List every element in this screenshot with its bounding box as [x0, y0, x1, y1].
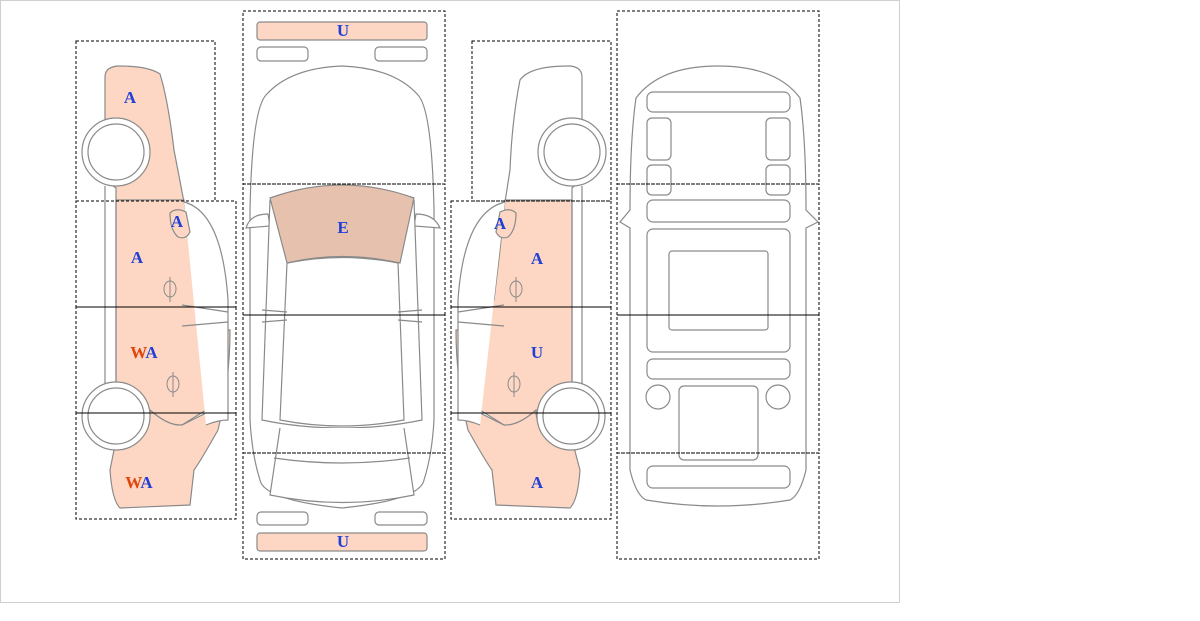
front-light-right: [374, 46, 428, 62]
right-front-wheel-rim: [543, 123, 601, 181]
windshield-panel[interactable]: [269, 184, 415, 264]
interior-dash: [646, 91, 791, 113]
left-side-view: A A A WA WA: [75, 40, 237, 520]
zone-right-rear[interactable]: [450, 412, 612, 520]
rear-light-left: [256, 511, 309, 526]
zone-left-front[interactable]: [75, 40, 216, 202]
top-rear-window: [269, 427, 415, 504]
zone-right-front[interactable]: [471, 40, 612, 202]
right-side-window-frame: [457, 201, 506, 426]
interior-rear-bar: [646, 358, 791, 380]
left-front-fender-code: A: [124, 88, 137, 107]
interior-rear-panel: [646, 465, 791, 489]
right-rear-wheel-rim: [542, 387, 600, 445]
top-view: U E U: [242, 10, 446, 560]
rear-bumper-panel[interactable]: [256, 532, 428, 552]
zone-top-rear[interactable]: [242, 452, 446, 560]
interior-view: [616, 10, 820, 560]
left-rear-quarter-code: WA: [125, 473, 153, 492]
right-front-door-code: A: [531, 249, 544, 268]
interior-right-wheel-well: [765, 384, 791, 410]
left-mirror-panel[interactable]: [169, 209, 191, 239]
right-mirror-code: A: [494, 214, 507, 233]
interior-front-right-seat: [765, 117, 791, 161]
right-rear-door-code: U: [531, 343, 543, 362]
interior-front-bar: [646, 199, 791, 223]
interior-sunroof: [668, 250, 769, 331]
interior-left-wheel-well: [645, 384, 671, 410]
interior-front-left-seat-base: [646, 164, 672, 196]
front-light-left: [256, 46, 309, 62]
front-bumper-panel[interactable]: [256, 21, 428, 41]
left-mirror-code: A: [171, 212, 184, 231]
left-front-wheel-rim: [87, 123, 145, 181]
interior-front-right-seat-base: [765, 164, 791, 196]
zone-top-front-cabin[interactable]: [242, 183, 446, 316]
top-roof-line: [279, 256, 405, 427]
right-side-view: A A U A: [450, 40, 612, 520]
right-door-handle-rear: [507, 372, 521, 397]
right-door-handle-front: [509, 277, 523, 302]
left-front-door-code: A: [131, 248, 144, 267]
right-mirror-panel[interactable]: [495, 209, 517, 239]
top-mirror-left: [245, 213, 271, 229]
top-pillar-lines: [261, 309, 423, 323]
right-rear-quarter-code: A: [531, 473, 544, 492]
right-door-line: [457, 304, 505, 327]
left-door-handle-front: [163, 277, 177, 302]
interior-trunk: [678, 385, 759, 461]
left-door-line: [181, 304, 229, 327]
left-rear-wheel-rim: [87, 387, 145, 445]
diagram-frame: [0, 0, 900, 603]
left-rear-door-code: WA: [130, 343, 158, 362]
zone-left-rear[interactable]: [75, 412, 237, 520]
rear-bumper-code: U: [337, 532, 349, 551]
windshield-code: E: [337, 218, 348, 237]
zone-interior-rear[interactable]: [616, 452, 820, 560]
front-bumper-code: U: [337, 21, 349, 40]
right-body-outline: [571, 186, 583, 400]
top-mirror-right: [413, 213, 441, 229]
left-door-handle-rear: [166, 372, 180, 397]
rear-light-right: [374, 511, 428, 526]
interior-front-left-seat: [646, 117, 672, 161]
left-body-outline: [104, 186, 117, 400]
top-trunk-line: [273, 457, 411, 464]
zone-interior-front-cabin[interactable]: [616, 183, 820, 316]
left-side-window-frame: [183, 201, 229, 426]
